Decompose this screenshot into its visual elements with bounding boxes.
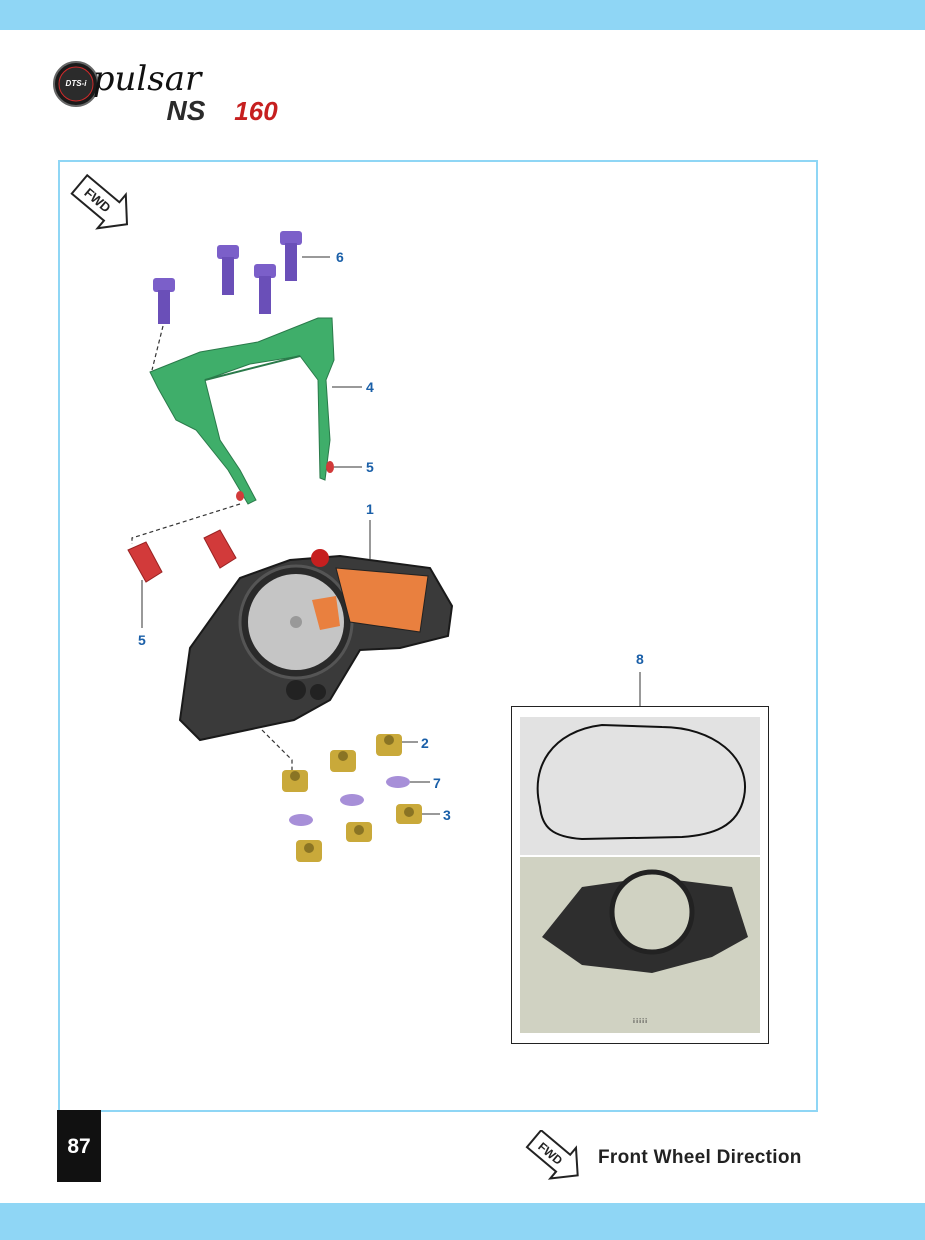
- rubber-grommet: [203, 529, 237, 569]
- nut-icon: [296, 840, 322, 862]
- fwd-legend-label: Front Wheel Direction: [598, 1147, 802, 1168]
- svg-text:5: 5: [138, 632, 146, 648]
- gasket-and-housing-photo: ꜟꜟꜟꜟꜟ: [520, 717, 760, 1033]
- svg-text:3: 3: [443, 807, 451, 823]
- svg-text:6: 6: [336, 249, 344, 265]
- washer-icon: [340, 794, 364, 806]
- bolt-icon: [280, 231, 302, 281]
- bottom-color-band: [0, 1203, 925, 1240]
- bolt-icon: [254, 264, 276, 314]
- top-color-band: [0, 0, 925, 30]
- washer-icon: [386, 776, 410, 788]
- svg-text:4: 4: [366, 379, 374, 395]
- diagram-frame: [58, 160, 818, 1112]
- svg-text:ꜟꜟꜟꜟꜟ: ꜟꜟꜟꜟꜟ: [632, 1012, 647, 1026]
- speedometer-assembly: [178, 549, 454, 742]
- nut-icon: [346, 822, 372, 842]
- nut-icon: [282, 770, 308, 792]
- svg-text:pulsar: pulsar: [93, 59, 203, 99]
- bolt-icon: [153, 278, 175, 324]
- nut-icon: [376, 734, 402, 756]
- fwd-arrow-icon: FWD: [70, 173, 129, 230]
- svg-text:1: 1: [366, 501, 374, 517]
- svg-text:5: 5: [366, 459, 374, 475]
- nut-icon: [330, 750, 356, 772]
- svg-text:DTS-i: DTS-i: [66, 79, 88, 88]
- svg-text:8: 8: [636, 651, 644, 667]
- svg-text:NS: NS: [167, 95, 206, 124]
- svg-text:7: 7: [433, 775, 441, 791]
- rubber-grommet: [127, 541, 163, 583]
- fwd-legend-icon: FWD: [525, 1130, 579, 1180]
- washer-icon: [289, 814, 313, 826]
- nut-icon: [396, 804, 422, 824]
- seal-photo-inset: ꜟꜟꜟꜟꜟ: [511, 706, 769, 1044]
- page-number: 87: [57, 1110, 101, 1182]
- svg-text:2: 2: [421, 735, 429, 751]
- pulsar-ns160-logo: DTS-i pulsar NS 160: [53, 59, 278, 124]
- svg-text:160: 160: [234, 96, 278, 124]
- bolt-icon: [217, 245, 239, 295]
- meter-bracket: [149, 317, 335, 505]
